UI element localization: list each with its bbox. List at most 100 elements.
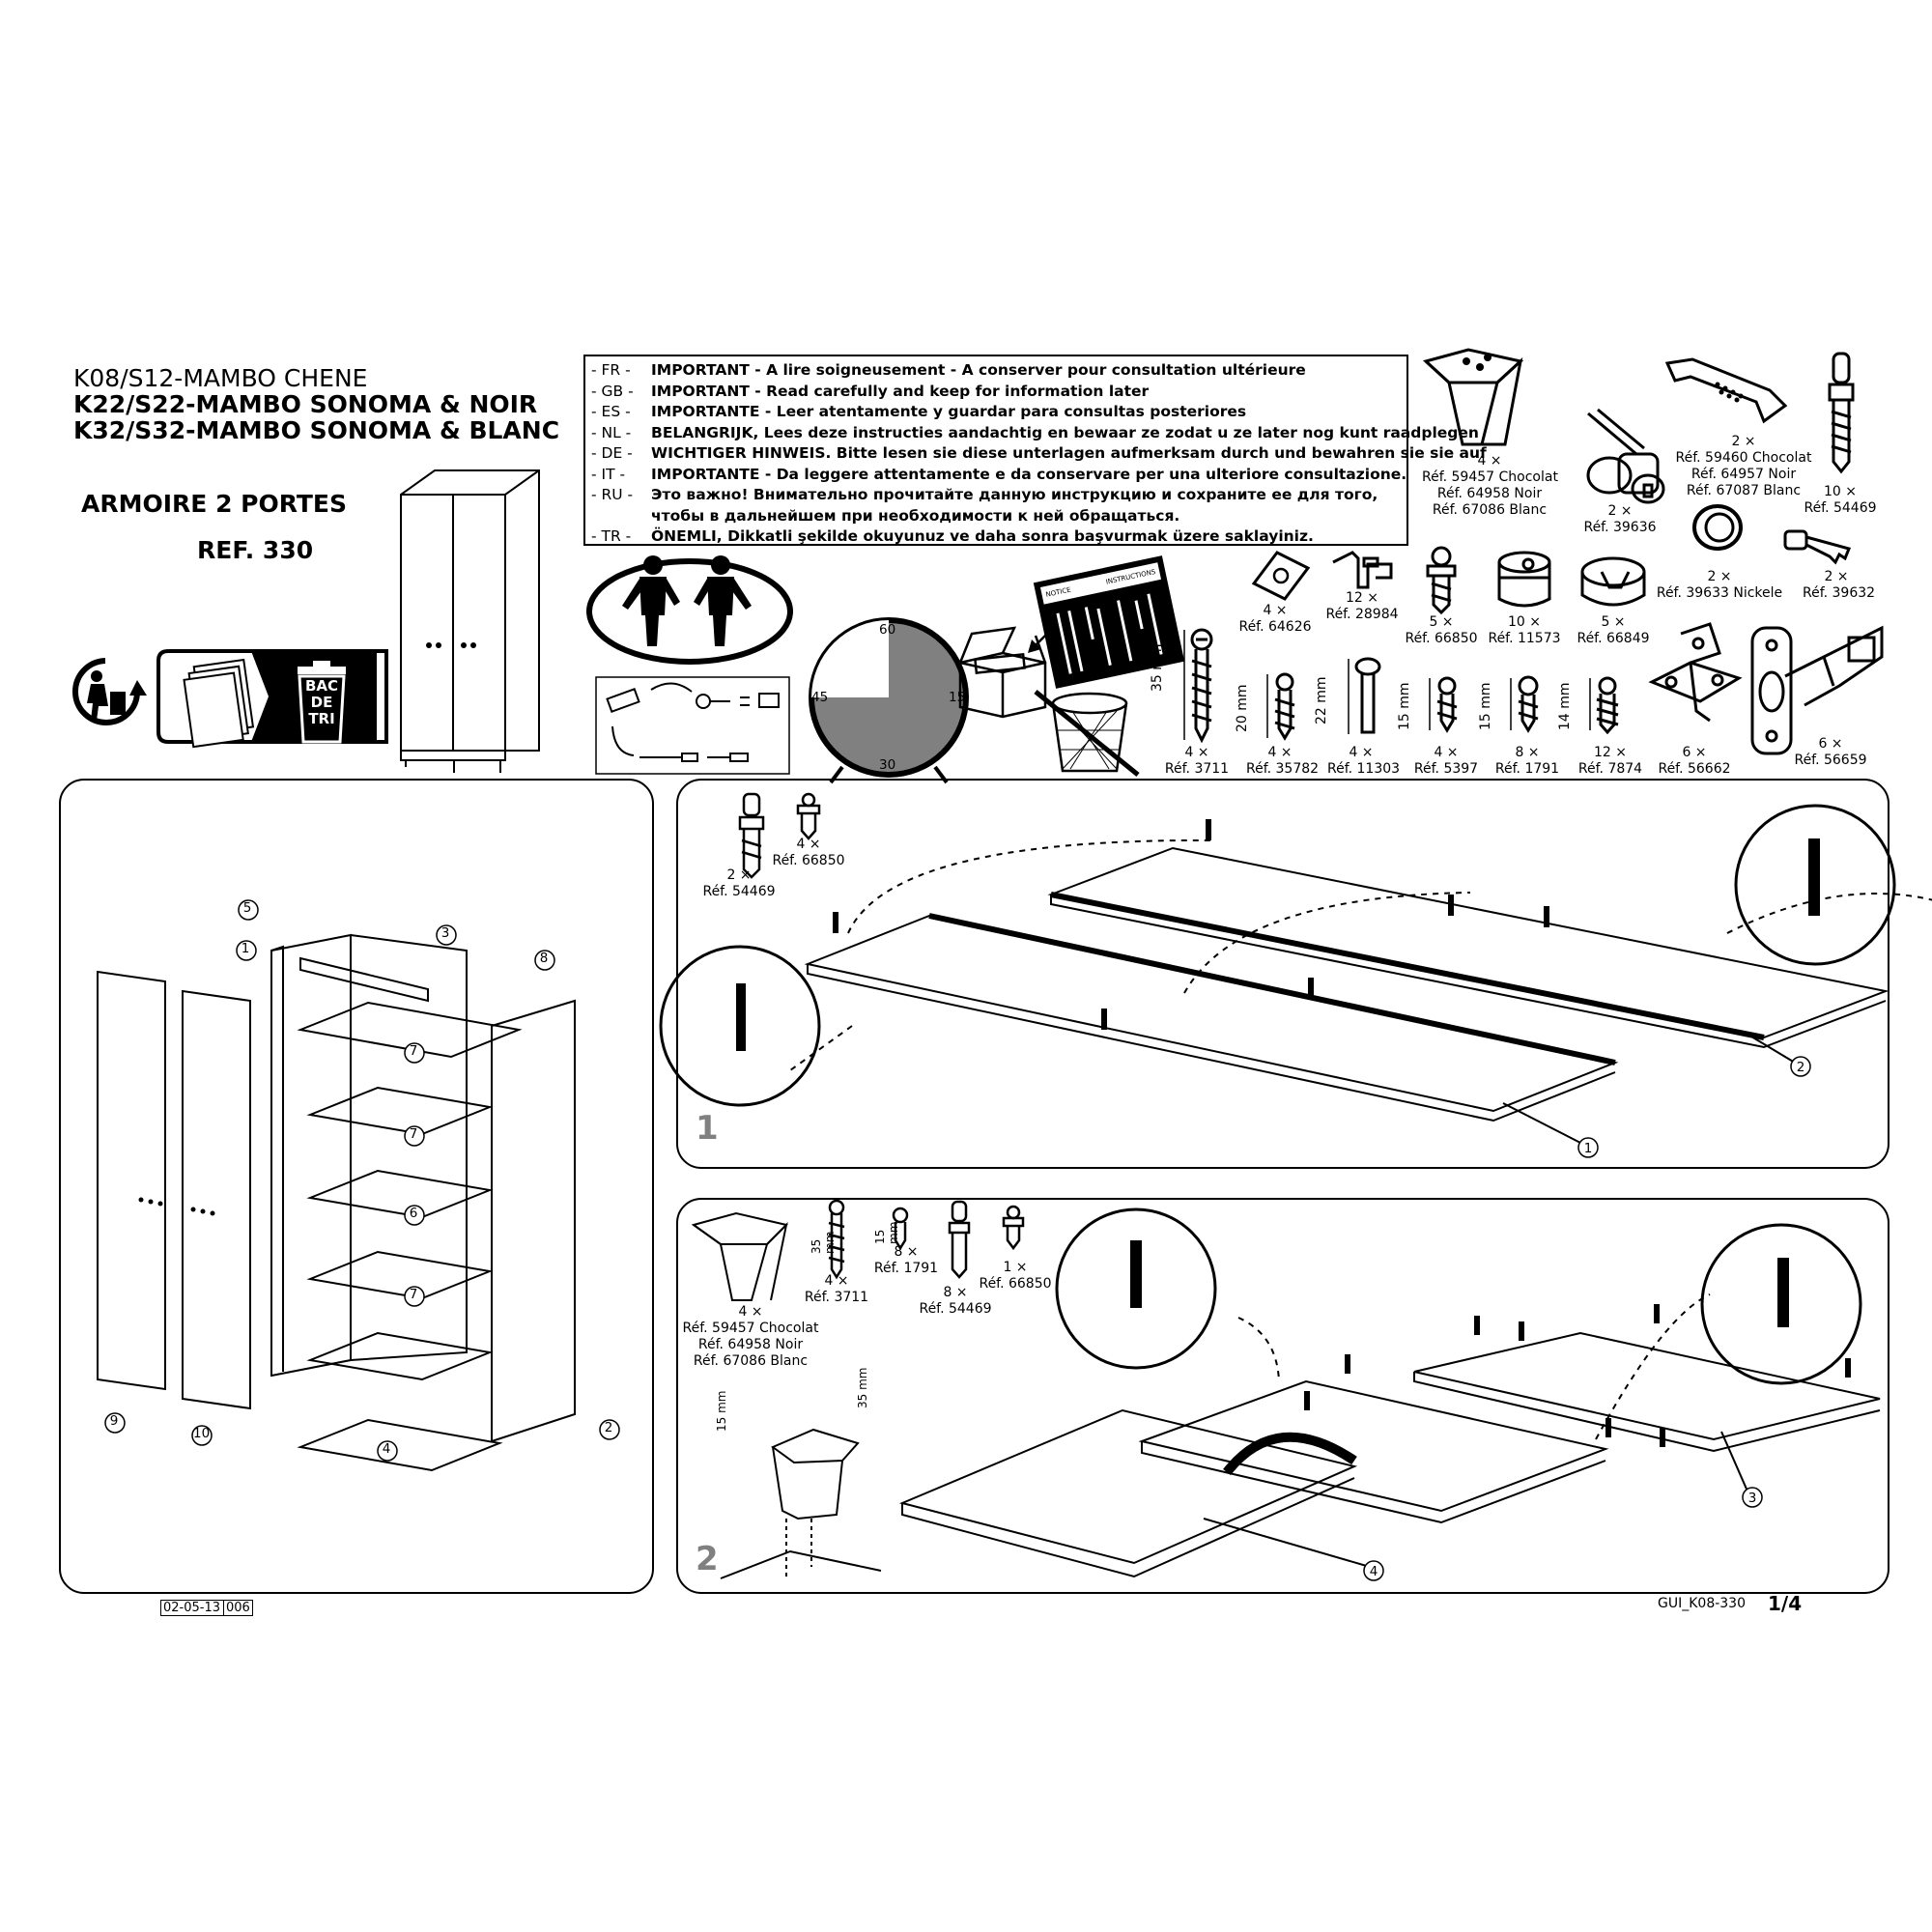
part-label-7a: 7 [409,1043,418,1059]
two-persons-icon [586,555,793,665]
mm-35782: 20 mm [1235,684,1250,732]
exploded-view-drawing [97,899,620,1472]
part-label-3: 3 [440,925,450,941]
step1-part-2: 2 [1796,1060,1805,1075]
warning-it: - IT -IMPORTANTE - Da leggere attentamen… [591,465,1407,483]
hinge-plate-56662-icon [1648,622,1743,723]
hw-ring-label: 2 ×Réf. 39633 Nickele [1656,569,1783,601]
hw-screw-1791-label: 8 ×Réf. 1791 [1494,745,1560,777]
page-number: 1/4 [1768,1592,1803,1615]
model-line-1: K08/S12-MAMBO CHENE [73,364,368,392]
part-label-10: 10 [193,1426,211,1441]
step1-dowel-icon [794,792,823,840]
clock-tick-60: 60 [879,622,896,638]
mm-7874: 14 mm [1557,682,1573,730]
part-label-9: 9 [109,1413,119,1429]
part-label-6: 6 [409,1206,418,1221]
hw-key-label: 2 ×Réf. 39632 [1803,569,1876,601]
step2-detail-mm-35: 35 mm [856,1367,869,1408]
step-1-number: 1 [696,1109,719,1148]
hw-screw-5397: 15 mm [1397,676,1463,734]
key-icon [1783,529,1852,565]
bolt-54469-icon [1828,352,1855,474]
open-box-icon [958,626,1047,719]
step2-bolt-54469 [945,1200,974,1279]
part-label-8: 8 [539,951,549,966]
cam-11573-icon [1497,551,1551,608]
step1-hw-dowel-label: 4 ×Réf. 66850 [772,837,845,868]
bin-label-2: DE [310,694,333,711]
wardrobe-thumbnail [400,469,540,773]
hw-screw-7874-label: 12 ×Réf. 7874 [1577,745,1643,777]
hw-support-64626-label: 4 ×Réf. 64626 [1238,603,1312,635]
mm-11303: 22 mm [1314,676,1329,724]
step2-screw-3711: 35 mm [810,1199,848,1280]
mm-1791: 15 mm [1478,682,1493,730]
hw-bolt-11303-label: 4 ×Réf. 11303 [1327,745,1401,777]
part-label-5: 5 [242,900,252,916]
step2-hw-1791-label: 8 ×Réf. 1791 [873,1244,939,1276]
clock-tick-45: 45 [811,690,829,705]
clock-tick-30: 30 [879,757,896,773]
hw-bolt-54469-label: 10 ×Réf. 54469 [1804,484,1877,516]
tools-needed-box [595,676,790,775]
step2-part-4: 4 [1369,1564,1378,1579]
step2-hw-66850-label: 1 ×Réf. 66850 [979,1260,1052,1292]
warning-tr: - TR -ÖNEMLI, Dikkatli şekilde okuyunuz … [591,527,1314,545]
step2-mm-1791: 15 mm [873,1221,900,1244]
step1-part-1: 1 [1583,1141,1593,1156]
hw-screw-1791: 15 mm [1478,675,1544,734]
step2-dowel-66850 [1001,1205,1026,1251]
warning-es: - ES -IMPORTANTE - Leer atentamente y gu… [591,403,1247,420]
hw-dowel-66850-label: 5 ×Réf. 66850 [1405,614,1478,646]
model-line-2: K22/S22-MAMBO SONOMA & NOIR [73,390,538,418]
hw-screw-5397-label: 4 ×Réf. 5397 [1413,745,1479,777]
warning-ru: - RU -Это важно! Внимательно прочитайте … [591,486,1378,503]
ring-icon [1692,504,1743,551]
warning-gb: - GB -IMPORTANT - Read carefully and kee… [591,382,1150,400]
step-2-number: 2 [696,1540,719,1578]
part-label-7b: 7 [409,1126,418,1142]
step2-mm-3711: 35 mm [810,1231,837,1254]
hw-bolt-11303: 22 mm [1314,657,1383,740]
step2-hw-54469-label: 8 ×Réf. 54469 [919,1285,992,1317]
hw-screw-35782: 20 mm [1235,672,1300,741]
no-trash-icon [1034,690,1140,777]
hw-screw-7874: 14 mm [1557,676,1623,735]
recycle-person-icon [72,658,147,725]
recycling-bin-icon: BAC DE TRI [288,659,355,744]
handle-icon [1664,357,1788,424]
lock-icon [1586,408,1665,504]
step1-bolt-icon [732,792,771,879]
part-label-7c: 7 [409,1287,418,1302]
product-name: ARMOIRE 2 PORTES [81,490,347,518]
warning-fr: - FR -IMPORTANT - A lire soigneusement -… [591,361,1306,379]
assembly-time-clock-icon: 60 15 30 45 [804,612,974,784]
step2-detail-mm-15: 15 mm [715,1390,728,1432]
product-reference: REF. 330 [197,536,314,564]
instruction-sheet-icon: NOTICE INSTRUCTIONS [1033,555,1185,689]
hw-cam-66849-label: 5 ×Réf. 66849 [1577,614,1650,646]
clip-28984-icon [1332,551,1393,589]
step-1-drawing [659,804,1932,1158]
hw-hinge-56659-label: 6 ×Réf. 56659 [1794,736,1867,768]
shelf-support-64626-icon [1251,551,1311,601]
hw-screw-3711: 35 mm [1150,628,1215,744]
hw-screw-35782-label: 4 ×Réf. 35782 [1246,745,1320,777]
step2-screw-1791: 15 mm [873,1207,912,1251]
step-1-panel: 1 2 ×Réf. 54469 4 ×Réf. 66850 1 2 [659,779,1932,1169]
leg-icon [1422,348,1524,446]
warning-de: - DE -WICHTIGER HINWEIS. Bitte lesen sie… [591,444,1487,462]
hinge-cup-56659-icon [1750,625,1884,755]
document-code: GUI_K08-330 [1658,1596,1746,1611]
model-line-3: K32/S32-MAMBO SONOMA & BLANC [73,416,560,444]
exploded-view-panel [59,779,654,1594]
bin-label-1: BAC [304,677,339,695]
part-label-1: 1 [241,941,250,956]
hw-lock-label: 2 ×Réf. 39636 [1583,503,1657,535]
